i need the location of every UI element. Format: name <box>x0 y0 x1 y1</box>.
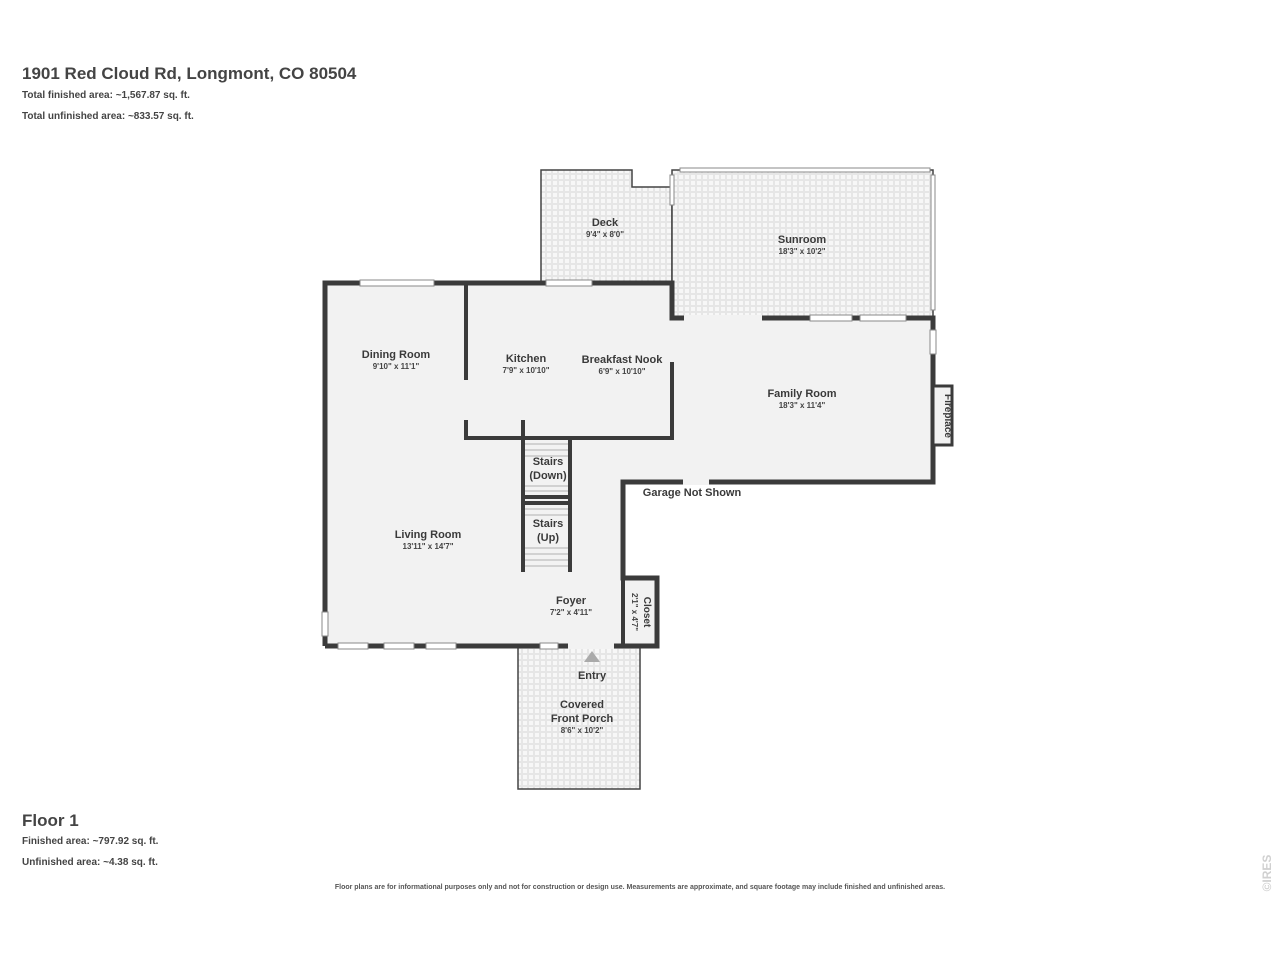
family-room-label: Family Room <box>767 388 836 400</box>
porch-label: Covered <box>560 699 604 711</box>
kitchen-label: Kitchen <box>506 353 547 365</box>
dining-room-dimensions: 9'10" x 11'1" <box>373 362 420 371</box>
watermark-text: ©IRES <box>1260 855 1274 892</box>
closet-label: Closet <box>641 597 652 628</box>
dining-room-label: Dining Room <box>362 349 431 361</box>
porch-sublabel: Front Porch <box>551 713 614 725</box>
property-address: 1901 Red Cloud Rd, Longmont, CO 80504 <box>22 64 357 83</box>
sunroom-label: Sunroom <box>778 234 826 246</box>
fireplace-label: Fireplace <box>942 394 953 438</box>
floor-finished-area: Finished area: ~797.92 sq. ft. <box>22 836 159 847</box>
stairs-down-label: Stairs <box>533 456 564 468</box>
family-room-dimensions: 18'3" x 11'4" <box>779 401 826 410</box>
closet-dimensions: 2'1" x 4'7" <box>630 593 639 631</box>
stairs-up-label: Stairs <box>533 518 564 530</box>
disclaimer-text: Floor plans are for informational purpos… <box>334 884 946 891</box>
porch-dimensions: 8'6" x 10'2" <box>561 726 604 735</box>
ires-watermark-logo: ©IRES <box>1260 855 1274 892</box>
total-unfinished-area: Total unfinished area: ~833.57 sq. ft. <box>22 111 194 122</box>
fireplace-box <box>931 384 954 447</box>
breakfast-nook-dimensions: 6'9" x 10'10" <box>599 367 646 376</box>
stairs-up-sublabel: (Up) <box>537 532 559 544</box>
interior-walls <box>464 283 674 646</box>
porch-area <box>517 645 641 790</box>
interior-floor <box>325 283 933 646</box>
sunroom-area <box>671 169 934 319</box>
door-openings <box>568 315 762 649</box>
foyer-label: Foyer <box>556 595 587 607</box>
floor-title: Floor 1 <box>22 811 79 830</box>
sunroom-dimensions: 18'3" x 10'2" <box>779 247 826 256</box>
total-finished-area: Total finished area: ~1,567.87 sq. ft. <box>22 90 190 101</box>
floor-unfinished-area: Unfinished area: ~4.38 sq. ft. <box>22 857 158 868</box>
deck-label: Deck <box>592 217 619 229</box>
breakfast-nook-label: Breakfast Nook <box>582 354 664 366</box>
kitchen-dimensions: 7'9" x 10'10" <box>503 366 550 375</box>
entry-arrow-icon <box>584 651 600 662</box>
foyer-dimensions: 7'2" x 4'11" <box>550 608 592 617</box>
stair-treads <box>525 443 568 567</box>
stairs-down-sublabel: (Down) <box>529 470 567 482</box>
garage-not-shown-label: Garage Not Shown <box>643 487 742 499</box>
entry-label: Entry <box>578 670 607 682</box>
living-room-label: Living Room <box>395 529 462 541</box>
windows <box>321 167 937 650</box>
deck-dimensions: 9'4" x 8'0" <box>586 230 624 239</box>
living-room-dimensions: 13'11" x 14'7" <box>403 542 454 551</box>
